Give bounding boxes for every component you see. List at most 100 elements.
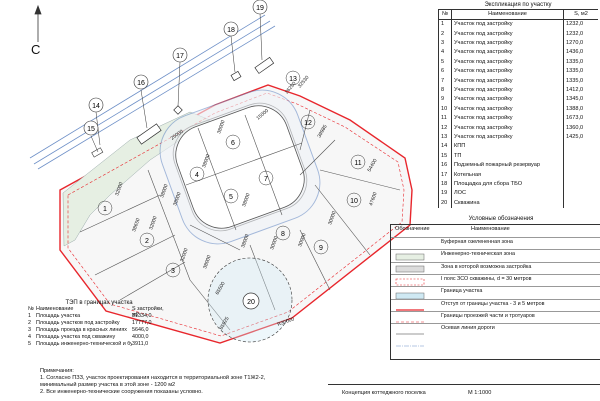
- plot-numbers: 1 2 3 4 5 6 7 8 9 10 11 12 13: [103, 76, 362, 275]
- expl-cell-area: 1232,0: [563, 29, 598, 40]
- legend-label: Буферная озелененная зона: [441, 239, 513, 245]
- plot-12: 12: [304, 120, 312, 127]
- legend-row: Отступ от границы участка - 3 и 5 метров: [391, 298, 600, 311]
- explication-title: Экспликация по участку: [484, 2, 552, 8]
- expl-cell-area: [563, 151, 598, 162]
- external-road: [29, 14, 276, 170]
- expl-cell-name: Участок под застройку: [451, 48, 564, 58]
- expl-cell-area: [563, 180, 598, 190]
- plot-circles: [97, 70, 366, 278]
- expl-head-name: Наименование: [451, 8, 564, 21]
- expl-cell-area: [563, 189, 598, 199]
- callout-16: 16: [137, 80, 145, 87]
- legend-title: Условные обозначения: [468, 216, 534, 222]
- boiler-structure: [173, 105, 183, 115]
- expl-cell-name: Участок под застройку: [451, 29, 564, 40]
- tank-structure: [136, 123, 162, 145]
- plot-11: 11: [354, 160, 361, 167]
- dim-8: 38000: [159, 183, 169, 198]
- dim-21: 32530: [297, 75, 311, 90]
- expl-cell-name: Котельная: [451, 170, 564, 181]
- well-marker: [242, 292, 260, 310]
- dim-12: 30000: [327, 210, 337, 225]
- dim-13: 38000: [202, 254, 212, 269]
- expl-cell-area: 1335,0: [563, 57, 598, 68]
- plot-5: 5: [229, 194, 233, 201]
- expl-cell-n: 5: [438, 57, 452, 68]
- plot-9: 9: [319, 245, 323, 252]
- expl-cell-n: 17: [438, 170, 452, 181]
- dim-9: 38000: [172, 191, 182, 206]
- tep-head-name: Наименование: [36, 306, 74, 312]
- dim-10: 30000: [269, 235, 279, 250]
- dim-1: 32000: [114, 181, 124, 196]
- expl-cell-name: ЛОС: [451, 189, 564, 199]
- legend-row: Зона в которой возможна застройка: [391, 261, 600, 274]
- expl-cell-n: 15: [438, 151, 452, 162]
- expl-cell-name: Участок под застройку: [451, 19, 564, 30]
- expl-cell-n: 1: [438, 19, 452, 30]
- callout-19: 19: [256, 5, 264, 12]
- road-inner: [175, 105, 305, 229]
- expl-cell-area: 1436,0: [563, 48, 598, 58]
- north-label: С: [31, 42, 41, 57]
- legend-label: I пояс ЗСО скважины, d = 30 метров: [441, 275, 532, 282]
- callout-texts: 14 15 16 17 18 19: [87, 5, 264, 133]
- expl-cell-n: 4: [438, 48, 452, 58]
- legend-row: Границы проезжей части и тротуаров: [391, 310, 600, 323]
- dim-2: 38650: [131, 217, 141, 232]
- expl-cell-area: [563, 142, 598, 152]
- expl-cell-n: 18: [438, 180, 452, 190]
- well-label: 20: [247, 299, 255, 306]
- notes-line-2: минимальный размер участка в этой зоне -…: [40, 382, 176, 388]
- legend-label: Осевая линия дороги: [441, 325, 495, 332]
- legend-row: Инженерно-техническая зона: [391, 249, 600, 261]
- tep-cell-value: 3911,0: [132, 341, 149, 347]
- plot-7: 7: [264, 176, 268, 183]
- legend-label: Граница участка: [441, 288, 483, 295]
- expl-cell-name: Подземный пожарный резервуар: [451, 161, 564, 171]
- tep-cell-n: 2: [28, 320, 31, 326]
- expl-cell-area: [563, 170, 598, 181]
- expl-cell-area: 1232,0: [563, 19, 598, 30]
- expl-cell-area: [563, 198, 598, 209]
- title-block: Концепция коттеджного поселка М 1:1000: [328, 384, 600, 401]
- dim-4: 32000: [179, 247, 189, 262]
- dimension-labels: 32000 38650 32000 32000 38000 38000 3800…: [114, 75, 379, 331]
- expl-cell-name: ТП: [451, 151, 564, 162]
- plot-lines: [79, 109, 401, 331]
- expl-cell-name: Участок под застройку: [451, 133, 564, 143]
- expl-cell-area: 1270,0: [563, 39, 598, 49]
- expl-cell-name: Площадка для сбора ТБО: [451, 180, 564, 190]
- legend: Условные обозначения Обозначение Наимено…: [390, 216, 600, 360]
- expl-cell-area: 1388,0: [563, 104, 598, 115]
- expl-cell-area: 1335,0: [563, 67, 598, 77]
- legend-label: Инженерно-техническая зона: [441, 251, 515, 258]
- expl-cell-n: 9: [438, 95, 452, 105]
- expl-cell-name: Скважина: [451, 198, 564, 209]
- expl-cell-n: 12: [438, 123, 452, 134]
- tep-header: № Наименование S застройки, м2: [28, 306, 170, 318]
- dim-6: 38000: [216, 119, 226, 134]
- plot-3: 3: [171, 268, 175, 275]
- legend-row: Осевая линия дороги: [391, 323, 600, 335]
- plot-13: 13: [289, 76, 297, 83]
- tep-title: ТЭП в границах участка: [65, 300, 133, 306]
- tep-cell-value: 5646,0: [132, 327, 149, 333]
- dim-15: 47600: [368, 191, 378, 206]
- plot-2: 2: [145, 238, 149, 245]
- tbo-structure: [230, 70, 242, 82]
